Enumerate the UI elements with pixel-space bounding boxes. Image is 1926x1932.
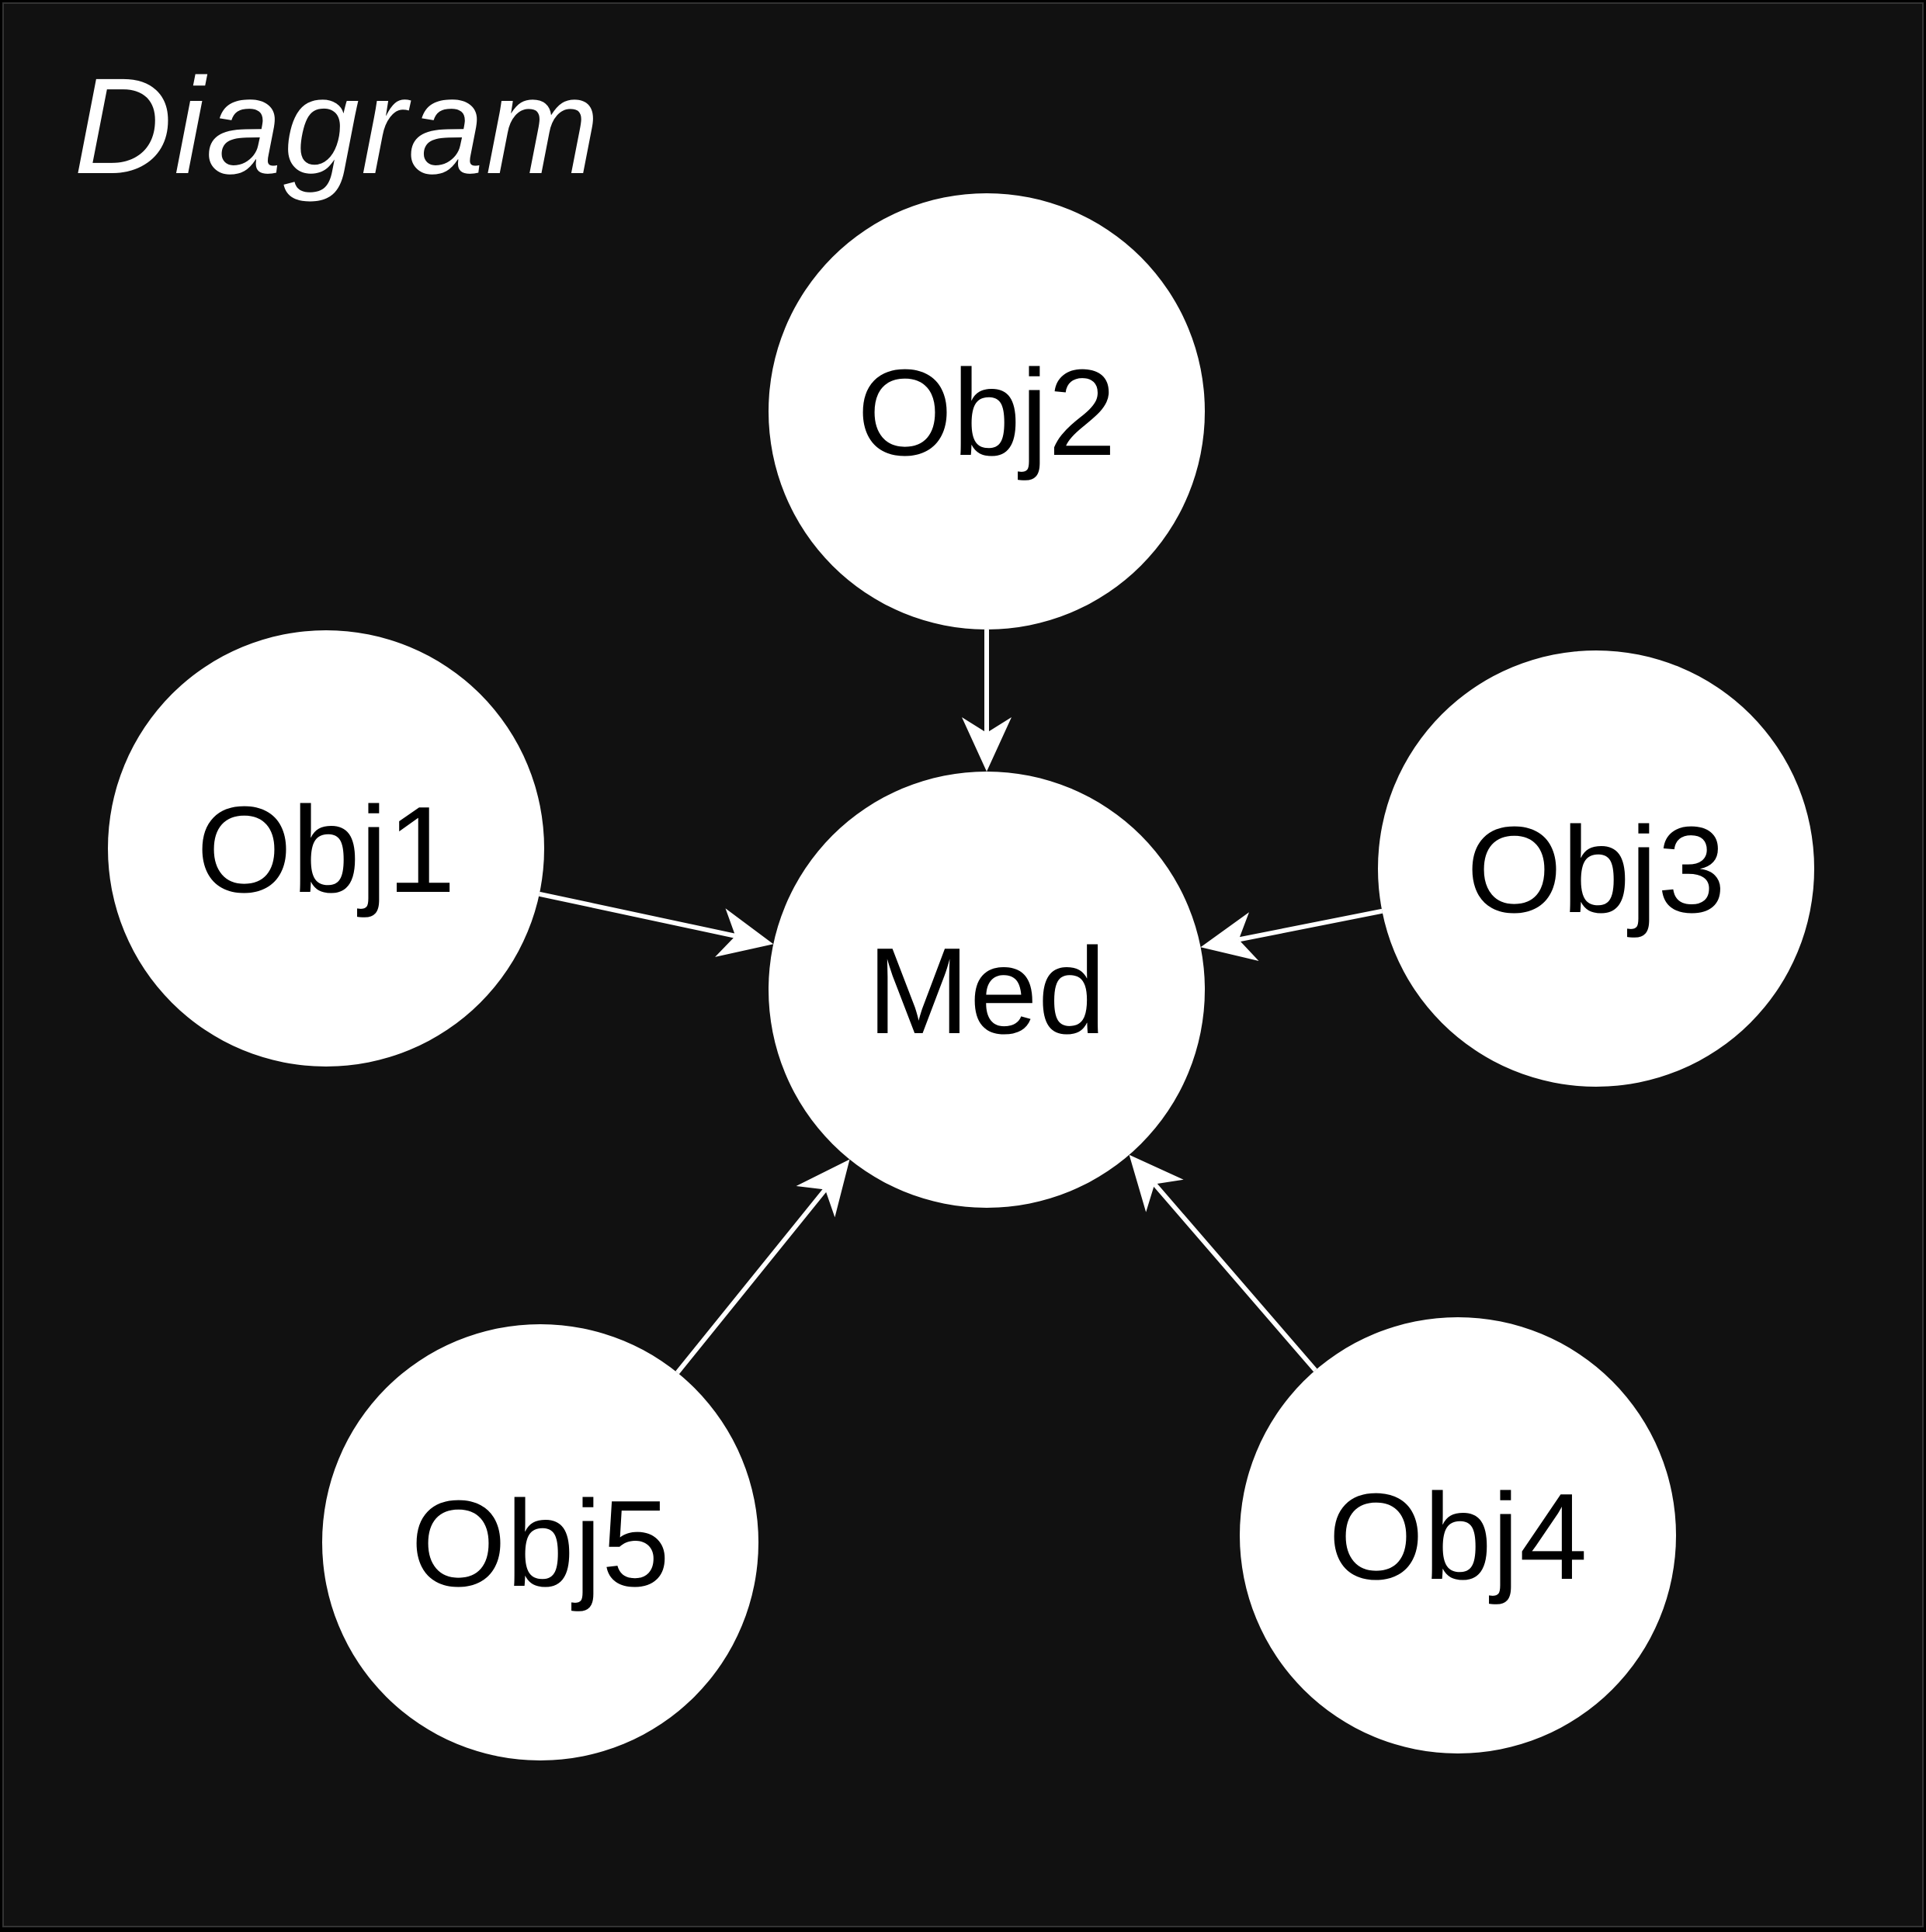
node-circle[interactable]: [108, 630, 544, 1067]
node-med[interactable]: Med: [769, 772, 1205, 1208]
arrowhead-icon: [1200, 912, 1259, 961]
arrowhead-icon: [962, 717, 1012, 772]
node-label: Obj2: [857, 345, 1116, 481]
edge-line: [539, 891, 736, 938]
node-circle[interactable]: [769, 193, 1205, 630]
node-obj1[interactable]: Obj1: [108, 630, 544, 1067]
edge-obj3-to-med: [1200, 908, 1383, 961]
node-circle[interactable]: [1240, 1317, 1676, 1753]
node-circle[interactable]: [322, 1324, 758, 1760]
node-label: Med: [867, 923, 1105, 1060]
arrowhead-icon: [715, 908, 774, 957]
diagram-title: Diagram: [74, 50, 602, 203]
node-obj3[interactable]: Obj3: [1378, 650, 1814, 1087]
edge-obj5-to-med: [675, 1159, 850, 1375]
edge-obj4-to-med: [1129, 1154, 1317, 1372]
node-obj4[interactable]: Obj4: [1240, 1317, 1676, 1753]
node-label: Obj4: [1328, 1469, 1588, 1605]
node-obj2[interactable]: Obj2: [769, 193, 1205, 630]
edge-obj1-to-med: [539, 891, 774, 957]
node-obj5[interactable]: Obj5: [322, 1324, 758, 1760]
node-circle[interactable]: [1378, 650, 1814, 1087]
arrowhead-icon: [796, 1159, 850, 1218]
node-label: Obj1: [196, 782, 456, 918]
node-label: Obj3: [1466, 802, 1726, 938]
edge-line: [1153, 1182, 1317, 1372]
edge-line: [675, 1188, 828, 1375]
node-label: Obj5: [411, 1476, 670, 1612]
edge-obj2-to-med: [962, 630, 1012, 772]
edges-layer: [539, 630, 1383, 1375]
edge-line: [1238, 908, 1383, 942]
node-circle[interactable]: [769, 772, 1205, 1208]
arrowhead-icon: [1129, 1154, 1184, 1212]
